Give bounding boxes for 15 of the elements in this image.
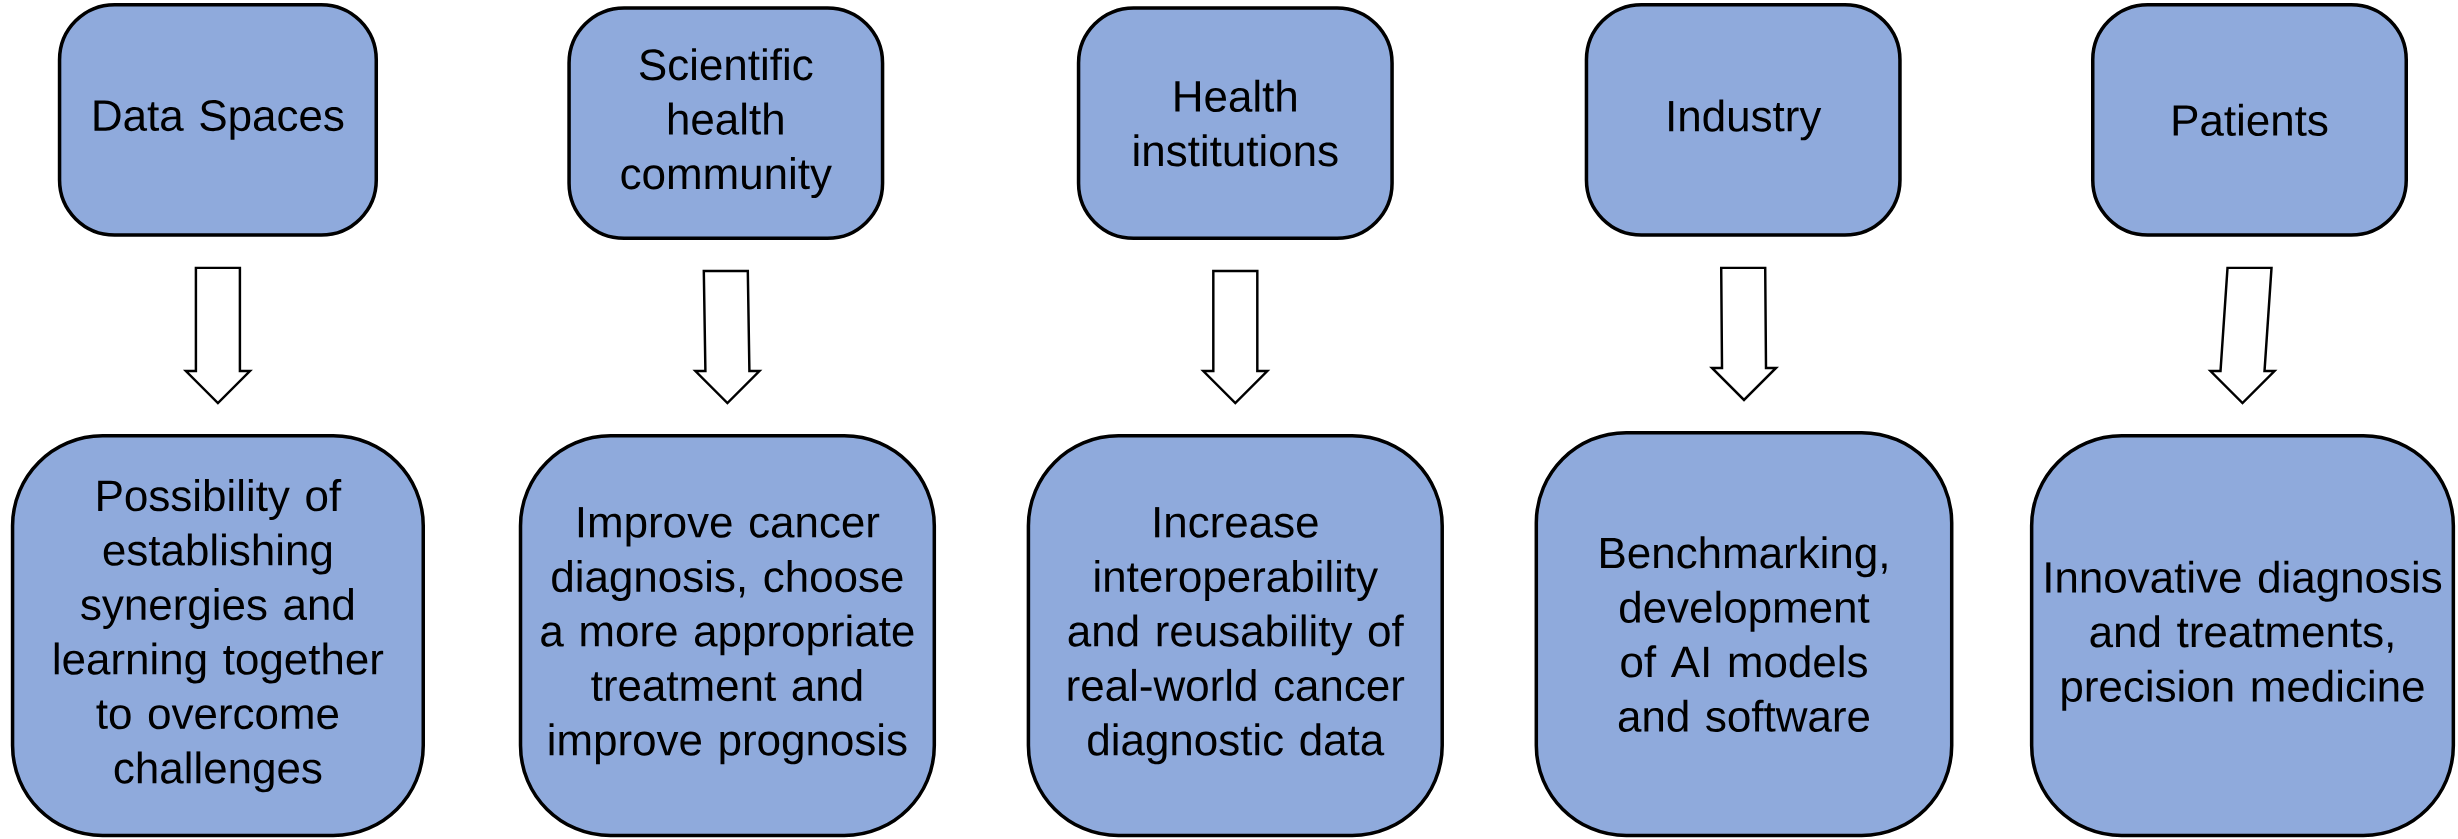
block-arrow — [2207, 266, 2278, 405]
block-arrow — [1709, 266, 1779, 402]
outcome-box: Possibility of establishing synergies and learning together to overcome challenges — [10, 434, 425, 838]
stakeholder-box: Scientific health community — [567, 6, 885, 241]
outcome-box: Benchmarking, development of AI models and software — [1534, 430, 1954, 838]
block-arrow — [692, 269, 763, 405]
outcome-box: Innovative diagnosis and treatments, precision medicine — [2029, 434, 2456, 838]
stakeholder-box: Patients — [2091, 2, 2408, 237]
block-arrow — [1200, 269, 1271, 405]
outcome-box: Improve cancer diagnosis, choose a more appropriate treatment and improve prognosis — [518, 434, 937, 838]
outcome-box: Increase interoperability and reusability of real-world cancer diagnostic data — [1026, 434, 1444, 838]
stakeholder-box: Health institutions — [1076, 6, 1394, 241]
stakeholder-box: Industry — [1584, 2, 1902, 237]
block-arrow — [182, 266, 253, 405]
stakeholder-box: Data Spaces — [57, 2, 378, 237]
